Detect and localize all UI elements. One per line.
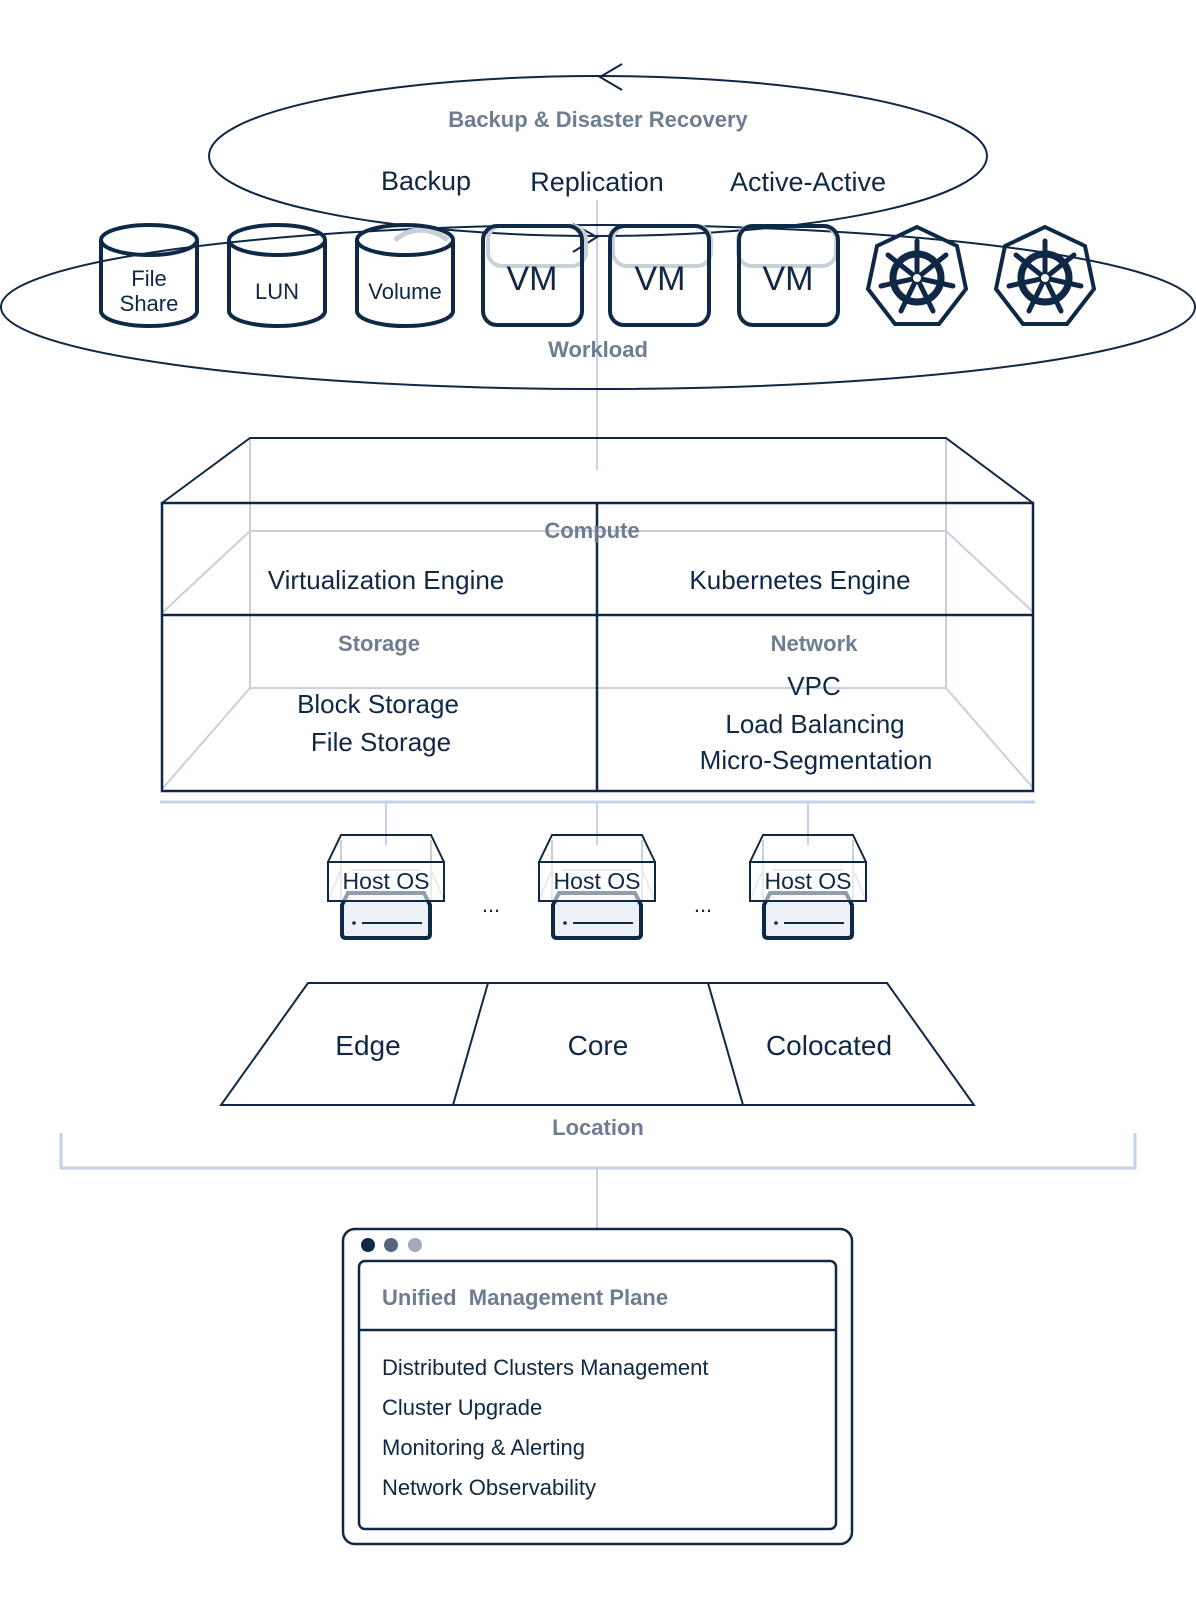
ghost-outline: [393, 227, 450, 243]
management-item: Cluster Upgrade: [382, 1395, 542, 1420]
compute-item-virtualization: Virtualization Engine: [268, 565, 505, 595]
storage-cylinder-file-share: File Share: [99, 223, 199, 328]
server-icon: [551, 891, 643, 940]
workload-ellipse: [0, 224, 1196, 390]
storage-title: Storage: [338, 631, 420, 656]
management-item: Distributed Clusters Management: [382, 1355, 708, 1380]
network-item-vpc: VPC: [787, 671, 840, 701]
location-group: Edge Core Colocated Location: [219, 982, 976, 1140]
kubernetes-icon: [993, 224, 1097, 326]
vm-box-3: VM: [737, 224, 840, 327]
host-node: Host OS: [327, 834, 445, 940]
server-icon: [762, 891, 854, 940]
window-dot-3: [408, 1238, 422, 1252]
location-item-edge: Edge: [335, 1030, 400, 1061]
backup-dr-ellipse: [208, 75, 988, 237]
vm-label: VM: [635, 260, 686, 298]
location-item-core: Core: [568, 1030, 629, 1061]
location-title: Location: [552, 1115, 644, 1140]
cylinder-label-share: Share: [120, 291, 179, 316]
vm-box-2: VM: [608, 224, 711, 327]
storage-cylinder-lun: LUN: [227, 223, 327, 328]
backup-dr-item-active-active: Active-Active: [730, 167, 886, 197]
hosts-layer: Host OS Host OS Host OS: [327, 834, 867, 940]
host-node: Host OS: [538, 834, 656, 940]
kubernetes-icon: [865, 224, 969, 326]
compute-title: Compute: [544, 518, 639, 543]
management-item: Monitoring & Alerting: [382, 1435, 585, 1460]
network-title: Network: [771, 631, 859, 656]
cylinder-label-file: File: [131, 266, 166, 291]
host-node: Host OS: [749, 834, 867, 940]
vm-label: VM: [763, 260, 814, 298]
backup-dr-item-backup: Backup: [381, 166, 471, 196]
host-ellipsis: ...: [482, 892, 500, 917]
window-dot-1: [361, 1238, 375, 1252]
host-os-label: Host OS: [554, 868, 641, 894]
cylinder-label-volume: Volume: [368, 279, 441, 304]
workload-title: Workload: [548, 337, 648, 362]
backup-dr-group: Backup & Disaster Recovery Backup Replic…: [208, 63, 988, 237]
management-title: Unified Management Plane: [382, 1285, 668, 1310]
location-item-colocated: Colocated: [766, 1030, 892, 1061]
backup-dr-title: Backup & Disaster Recovery: [448, 107, 748, 132]
window-dot-2: [384, 1238, 398, 1252]
storage-cylinder-volume: Volume: [355, 223, 455, 328]
host-os-label: Host OS: [765, 868, 852, 894]
workload-group: File Share LUN Volume VM VM VM: [0, 223, 1196, 390]
storage-item-file: File Storage: [311, 727, 451, 757]
management-window: Unified Management Plane Distributed Clu…: [341, 1227, 854, 1546]
host-ellipsis: ...: [694, 892, 712, 917]
storage-item-block: Block Storage: [297, 689, 459, 719]
host-os-label: Host OS: [343, 868, 430, 894]
platform-box: Compute Virtualization Engine Kubernetes…: [160, 437, 1035, 793]
vm-label: VM: [507, 260, 558, 298]
vm-box-1: VM: [481, 224, 584, 327]
network-item-micro-segmentation: Micro-Segmentation: [700, 745, 933, 775]
compute-item-kubernetes: Kubernetes Engine: [689, 565, 910, 595]
backup-dr-item-replication: Replication: [530, 167, 664, 197]
backup-arrow-left-icon: [598, 63, 623, 91]
server-icon: [340, 891, 432, 940]
network-item-load-balancing: Load Balancing: [725, 709, 904, 739]
management-item: Network Observability: [382, 1475, 596, 1500]
cylinder-label-lun: LUN: [255, 279, 299, 304]
